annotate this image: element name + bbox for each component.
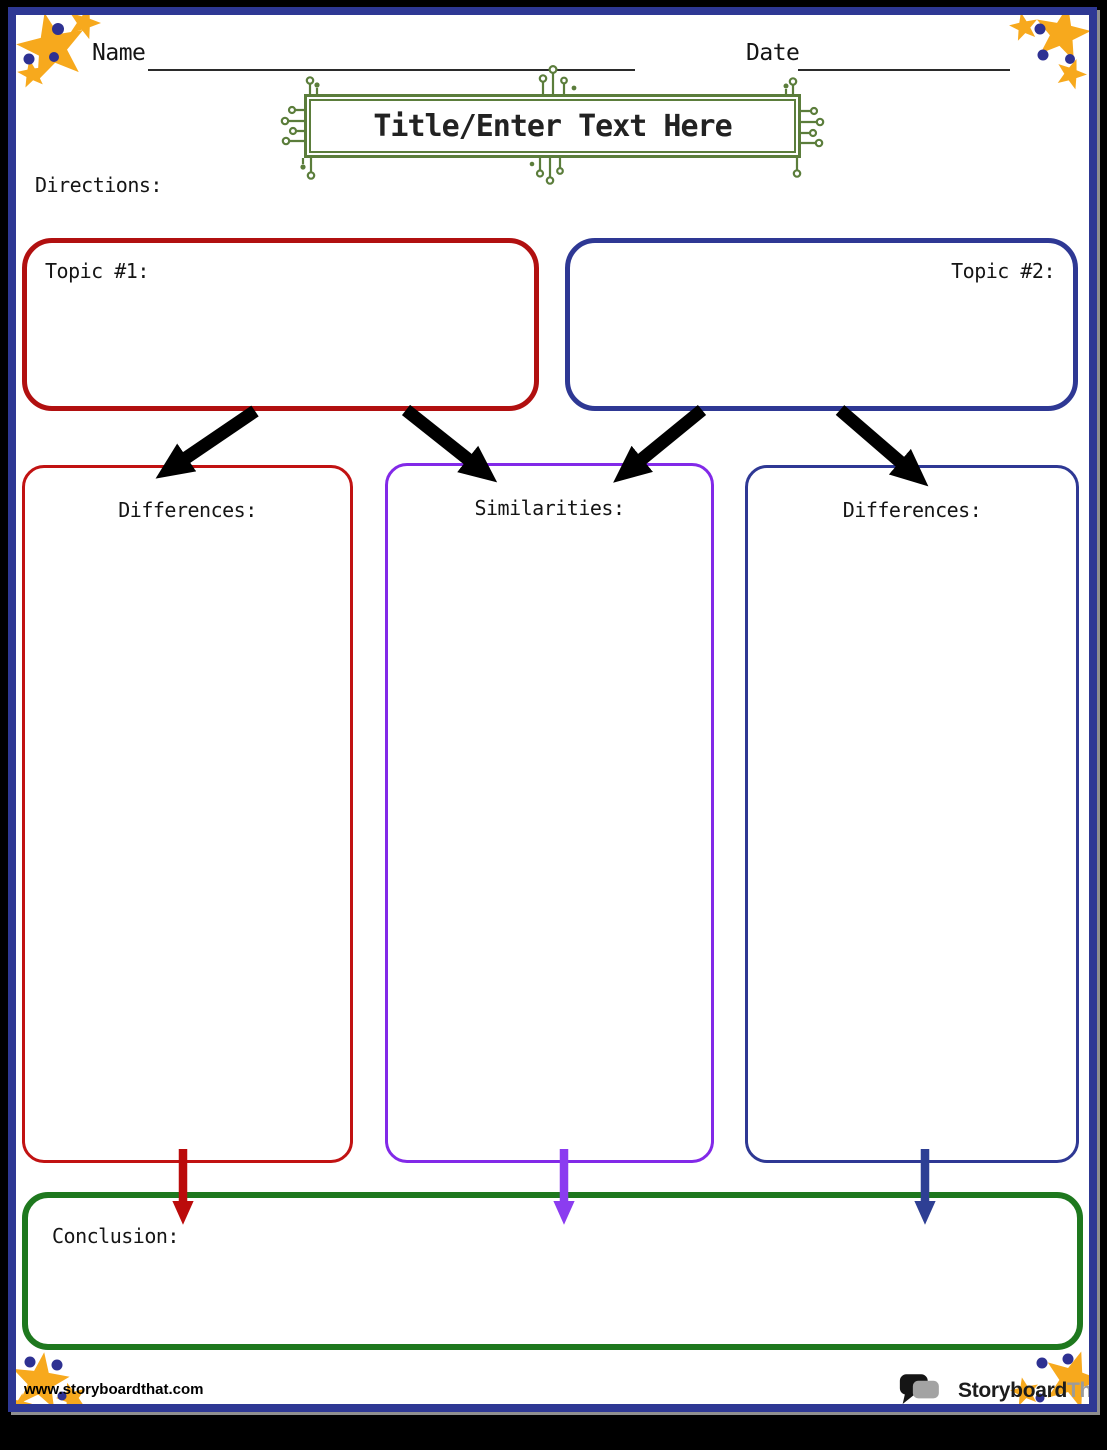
conclusion-label: Conclusion: (52, 1224, 179, 1248)
differences-left-column[interactable]: Differences: (22, 465, 353, 1163)
topic1-box[interactable]: Topic #1: (22, 238, 539, 411)
directions-label: Directions: (35, 173, 162, 197)
speech-bubbles-icon (899, 1374, 939, 1404)
date-label: Date (746, 40, 800, 66)
brand-text: StoryboardThat (958, 1379, 1097, 1403)
topic2-label: Topic #2: (951, 259, 1055, 283)
worksheet-title[interactable]: Title/Enter Text Here (373, 108, 732, 144)
brand-secondary: That (1067, 1379, 1097, 1402)
similarities-column[interactable]: Similarities: (385, 463, 714, 1163)
star-cluster-top-right (1006, 7, 1096, 92)
star-decorations (8, 7, 1097, 1412)
star-cluster-bottom-right (1007, 1342, 1097, 1412)
topic1-label: Topic #1: (45, 259, 149, 283)
name-label: Name (92, 40, 146, 66)
similarities-label: Similarities: (474, 496, 625, 520)
differences-right-label: Differences: (842, 498, 982, 522)
date-input-line[interactable] (798, 69, 1010, 71)
website-url: www.storyboardthat.com (24, 1381, 204, 1398)
conclusion-box[interactable]: Conclusion: (22, 1192, 1083, 1350)
star-cluster-top-left (11, 7, 105, 89)
star-cluster-bottom-left (8, 1348, 91, 1412)
worksheet-sheet: Name Date (8, 7, 1097, 1412)
differences-left-label: Differences: (118, 498, 257, 522)
brand-primary: Storyboard (958, 1379, 1068, 1402)
topic2-box[interactable]: Topic #2: (565, 238, 1078, 411)
differences-right-column[interactable]: Differences: (745, 465, 1079, 1163)
circuit-icon (280, 64, 825, 185)
title-box[interactable]: Title/Enter Text Here (304, 94, 801, 158)
title-box-inner: Title/Enter Text Here (309, 99, 796, 153)
storyboardthat-logo: StoryboardThat (898, 1371, 1097, 1411)
name-input-line[interactable] (148, 69, 635, 71)
